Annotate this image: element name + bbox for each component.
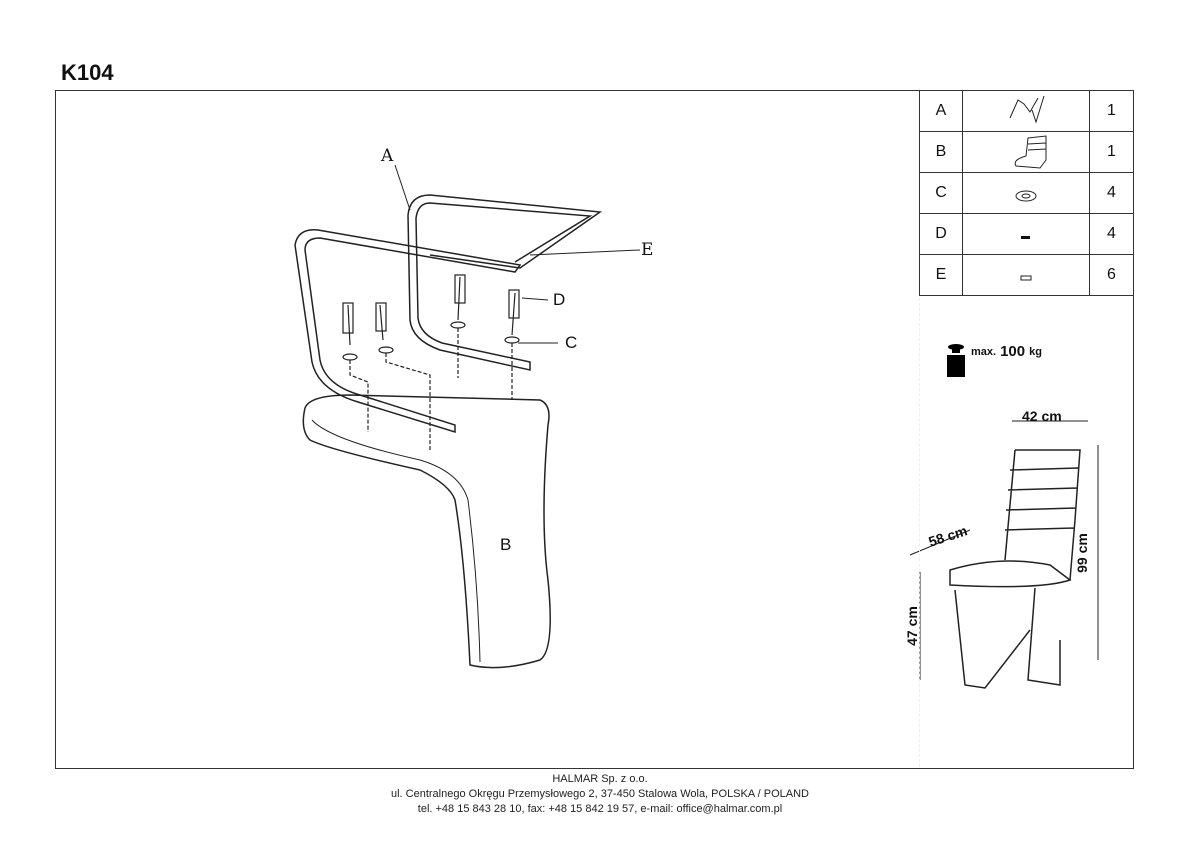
max-load: max. 100 kg xyxy=(971,343,1042,362)
part-icon-cell xyxy=(962,254,1090,296)
max-load-unit: kg xyxy=(1029,346,1042,358)
weight-icon xyxy=(947,344,965,377)
part-qty: 1 xyxy=(1089,131,1134,173)
part-letter: C xyxy=(919,172,963,214)
part-icon-cell xyxy=(962,213,1090,255)
footer-address: ul. Centralnego Okręgu Przemysłowego 2, … xyxy=(390,788,809,800)
part-qty: 1 xyxy=(1089,90,1134,132)
dimension-width: 42 cm xyxy=(1022,408,1062,424)
max-load-prefix: max. xyxy=(971,346,997,358)
screws-d xyxy=(342,274,520,450)
part-letter: A xyxy=(919,90,963,132)
part-letter: B xyxy=(919,131,963,173)
label-b: B xyxy=(500,535,512,554)
footer: HALMAR Sp. z o.o. ul. Centralnego Okręgu… xyxy=(0,772,1200,817)
instruction-frame xyxy=(55,90,1134,769)
chair-dimension-drawing xyxy=(909,420,1099,689)
label-a: A xyxy=(381,146,394,166)
part-qty: 4 xyxy=(1089,172,1134,214)
seat-shell-b xyxy=(302,394,551,669)
dimension-seat-height: 47 cm xyxy=(903,606,920,646)
chair-frame-a xyxy=(407,194,603,371)
part-icon-cell xyxy=(962,131,1090,173)
part-letter: D xyxy=(919,213,963,255)
part-icon-cell xyxy=(962,172,1090,214)
part-icon-cell xyxy=(962,90,1090,132)
label-d: D xyxy=(553,290,566,309)
label-e: E xyxy=(641,240,654,260)
part-qty: 6 xyxy=(1089,254,1134,296)
page-title: K104 xyxy=(61,60,114,85)
divider xyxy=(919,298,920,767)
dimension-height: 99 cm xyxy=(1073,533,1090,573)
max-load-value: 100 xyxy=(1000,343,1026,360)
footer-company: HALMAR Sp. z o.o. xyxy=(552,773,648,785)
part-qty: 4 xyxy=(1089,213,1134,255)
footer-contact: tel. +48 15 843 28 10, fax: +48 15 842 1… xyxy=(417,803,783,815)
label-c: C xyxy=(565,333,578,352)
part-letter: E xyxy=(919,254,963,296)
